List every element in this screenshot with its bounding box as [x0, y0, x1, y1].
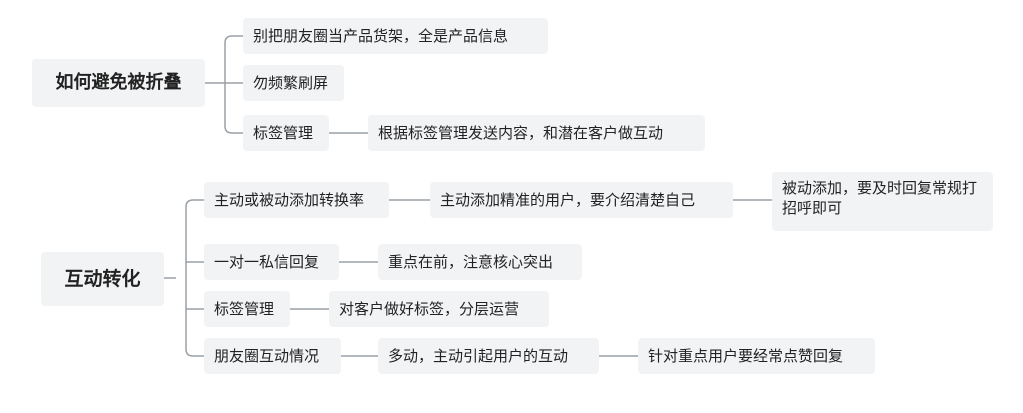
topic-label: 标签管理 [214, 300, 275, 318]
topic-node: 主动或被动添加转换率 [204, 182, 389, 218]
root-node-interaction-conversion: 互动转化 [41, 252, 164, 306]
topic-label: 朋友圈互动情况 [214, 347, 320, 365]
root-node-avoid-folding: 如何避免被折叠 [32, 59, 205, 107]
topic-label: 主动或被动添加转换率 [214, 191, 365, 209]
topic-node: 别把朋友圈当产品货架，全是产品信息 [243, 18, 548, 54]
subtopic-label: 对客户做好标签，分层运营 [339, 300, 520, 318]
subtopic-label: 多动，主动引起用户的互动 [388, 347, 569, 365]
detail-node: 被动添加，要及时回复常规打招呼即可 [772, 172, 993, 231]
detail-label: 针对重点用户要经常点赞回复 [648, 347, 844, 365]
topic-node: 朋友圈互动情况 [204, 338, 341, 374]
topic-label: 一对一私信回复 [214, 253, 320, 271]
topic-node: 标签管理 [243, 115, 329, 151]
connector [224, 35, 243, 134]
topic-node: 一对一私信回复 [204, 244, 339, 280]
detail-label: 被动添加，要及时回复常规打招呼即可 [782, 179, 978, 217]
detail-node: 针对重点用户要经常点赞回复 [638, 338, 875, 374]
subtopic-label: 根据标签管理发送内容，和潜在客户做互动 [378, 124, 664, 142]
root-label: 互动转化 [64, 268, 141, 290]
connector [185, 199, 204, 357]
subtopic-node: 根据标签管理发送内容，和潜在客户做互动 [368, 115, 705, 151]
topic-node: 标签管理 [204, 291, 290, 327]
subtopic-node: 主动添加精准的用户，要介绍清楚自己 [430, 182, 733, 218]
subtopic-label: 主动添加精准的用户，要介绍清楚自己 [440, 191, 696, 209]
subtopic-label: 重点在前，注意核心突出 [388, 253, 554, 271]
topic-label: 别把朋友圈当产品货架，全是产品信息 [253, 27, 509, 45]
subtopic-node: 重点在前，注意核心突出 [378, 244, 582, 280]
topic-node: 勿频繁刷屏 [243, 65, 344, 101]
topic-label: 标签管理 [253, 124, 314, 142]
subtopic-node: 对客户做好标签，分层运营 [329, 291, 549, 327]
topic-label: 勿频繁刷屏 [253, 74, 329, 92]
subtopic-node: 多动，主动引起用户的互动 [378, 338, 599, 374]
root-label: 如何避免被折叠 [55, 72, 182, 93]
